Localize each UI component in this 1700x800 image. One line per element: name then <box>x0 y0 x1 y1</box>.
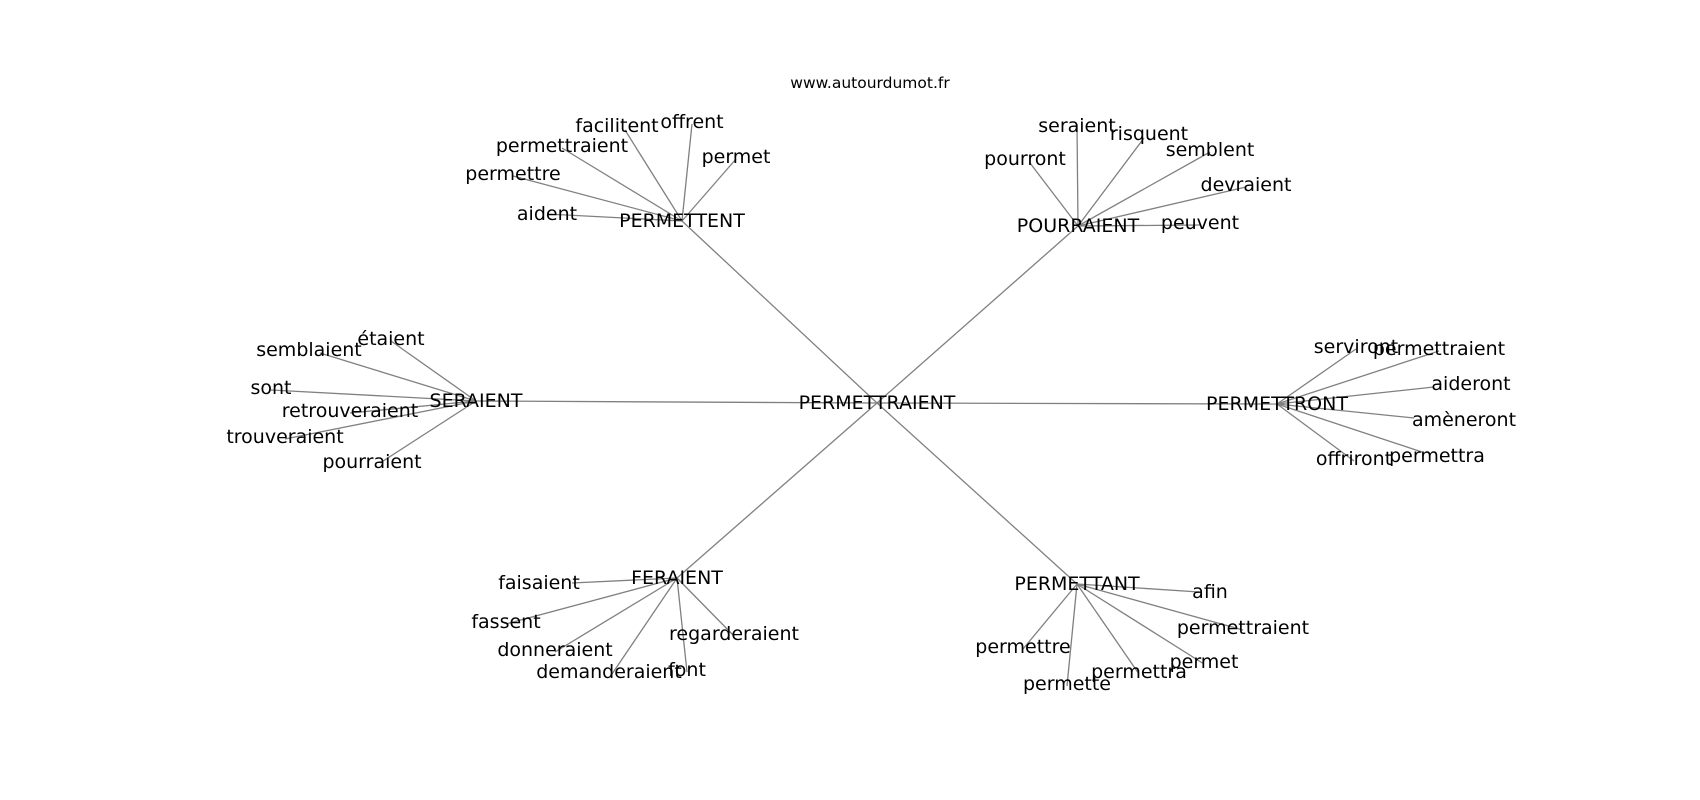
edge-center-seraient <box>475 400 878 404</box>
edge-feraient-leaf-5 <box>676 577 735 637</box>
source-label: www.autourdumot.fr <box>790 74 950 92</box>
hub-node-permettant: PERMETTANT <box>1014 573 1140 595</box>
hub-node-permettent: PERMETTENT <box>619 210 745 232</box>
leaf-node-seraient-3: retrouveraient <box>282 400 418 422</box>
leaf-node-permettant-5: permettre <box>975 636 1070 658</box>
leaf-node-permettent-1: permettre <box>465 163 560 185</box>
leaf-node-permettant-4: permette <box>1023 673 1111 695</box>
edge-permettront-leaf-5 <box>1276 403 1355 462</box>
edge-pourraient-leaf-0 <box>1029 162 1079 227</box>
edge-seraient-leaf-1 <box>319 352 477 402</box>
leaf-node-permettent-5: permet <box>702 146 771 168</box>
leaf-node-permettant-2: permet <box>1170 651 1239 673</box>
leaf-node-permettent-4: offrent <box>660 111 723 133</box>
leaf-node-seraient-5: pourraient <box>322 451 421 473</box>
edge-feraient-leaf-1 <box>505 577 678 625</box>
edge-permettront-leaf-3 <box>1276 403 1415 419</box>
hub-node-permettront: PERMETTRONT <box>1206 393 1348 415</box>
edge-permettront-leaf-1 <box>1276 350 1440 405</box>
labels-layer: www.autourdumot.fr PERMETTRAIENT PERMETTE… <box>226 74 1516 695</box>
edge-permettant-leaf-2 <box>1076 583 1205 665</box>
edge-permettent-leaf-2 <box>561 147 683 222</box>
leaf-node-permettant-1: permettraient <box>1177 617 1309 639</box>
leaf-node-permettront-4: permettra <box>1389 445 1485 467</box>
edge-permettant-leaf-5 <box>1022 583 1078 650</box>
leaf-node-seraient-1: semblaient <box>256 339 362 361</box>
edge-permettant-leaf-1 <box>1076 583 1244 631</box>
leaf-node-seraient-4: trouveraient <box>226 426 343 448</box>
leaf-node-pourraient-1: seraient <box>1038 115 1116 137</box>
edge-center-pourraient <box>876 225 1079 404</box>
leaf-node-permettront-3: amèneront <box>1412 409 1516 431</box>
leaf-node-feraient-4: font <box>668 659 706 681</box>
leaf-node-seraient-2: sont <box>250 377 291 399</box>
edge-permettent-leaf-4 <box>681 123 693 222</box>
leaf-node-permettront-5: offriront <box>1316 448 1392 470</box>
edge-permettent-leaf-3 <box>624 129 683 222</box>
leaf-node-feraient-0: faisaient <box>498 572 580 594</box>
leaf-node-feraient-3: demanderaient <box>536 661 682 683</box>
edge-pourraient-leaf-4 <box>1077 186 1247 227</box>
leaf-node-pourraient-5: peuvent <box>1161 212 1239 234</box>
hub-node-pourraient: POURRAIENT <box>1017 215 1140 237</box>
leaf-node-permettront-2: aideront <box>1431 373 1510 395</box>
edge-seraient-leaf-5 <box>379 400 477 464</box>
leaf-node-permettant-0: afin <box>1192 581 1228 603</box>
edge-permettant-leaf-4 <box>1066 583 1078 687</box>
edge-pourraient-leaf-3 <box>1077 151 1211 227</box>
edge-feraient-leaf-2 <box>554 577 678 653</box>
edge-pourraient-leaf-1 <box>1076 123 1079 227</box>
edge-pourraient-leaf-5 <box>1077 224 1201 227</box>
leaf-node-permettront-0: serviront <box>1314 336 1398 358</box>
hub-node-seraient: SERAIENT <box>430 390 523 412</box>
edge-feraient-leaf-3 <box>611 577 678 675</box>
leaf-node-permettent-0: aident <box>517 203 577 225</box>
leaf-node-feraient-1: fassent <box>471 611 540 633</box>
leaf-node-permettront-1: permettraient <box>1373 338 1505 360</box>
edge-center-feraient <box>676 402 878 579</box>
leaf-node-seraient-0: étaient <box>357 328 424 350</box>
edge-permettent-leaf-5 <box>681 158 737 222</box>
edge-permettant-leaf-0 <box>1076 583 1200 593</box>
edges-layer <box>270 123 1440 687</box>
edge-center-permettant <box>876 402 1078 585</box>
edge-seraient-leaf-4 <box>284 400 477 440</box>
leaf-node-feraient-2: donneraient <box>497 639 612 661</box>
edge-center-permettent <box>681 220 878 404</box>
leaf-node-pourraient-0: pourront <box>984 148 1066 170</box>
edge-permettent-leaf-0 <box>546 213 683 222</box>
center-node-label: PERMETTRAIENT <box>799 392 956 414</box>
hub-node-feraient: FERAIENT <box>631 567 723 589</box>
leaf-node-permettant-3: permettra <box>1091 661 1187 683</box>
edge-seraient-leaf-0 <box>390 340 477 402</box>
leaf-node-pourraient-4: devraient <box>1201 174 1292 196</box>
edge-seraient-leaf-2 <box>270 389 477 402</box>
leaf-node-pourraient-2: risquent <box>1110 123 1188 145</box>
leaf-node-permettent-2: permettraient <box>496 135 628 157</box>
edge-seraient-leaf-3 <box>349 400 477 414</box>
leaf-node-permettent-3: facilitent <box>575 115 658 137</box>
leaf-node-pourraient-3: semblent <box>1166 139 1255 161</box>
edge-permettent-leaf-1 <box>512 175 683 222</box>
edge-permettant-leaf-3 <box>1076 583 1140 675</box>
edge-permettront-leaf-2 <box>1276 386 1435 405</box>
edge-feraient-leaf-4 <box>676 577 688 673</box>
edge-feraient-leaf-0 <box>571 577 678 584</box>
edge-center-permettront <box>876 402 1278 405</box>
leaf-node-feraient-5: regarderaient <box>669 623 799 645</box>
edge-permettront-leaf-0 <box>1276 348 1357 405</box>
edge-permettront-leaf-4 <box>1276 403 1423 453</box>
edge-pourraient-leaf-2 <box>1077 137 1145 227</box>
